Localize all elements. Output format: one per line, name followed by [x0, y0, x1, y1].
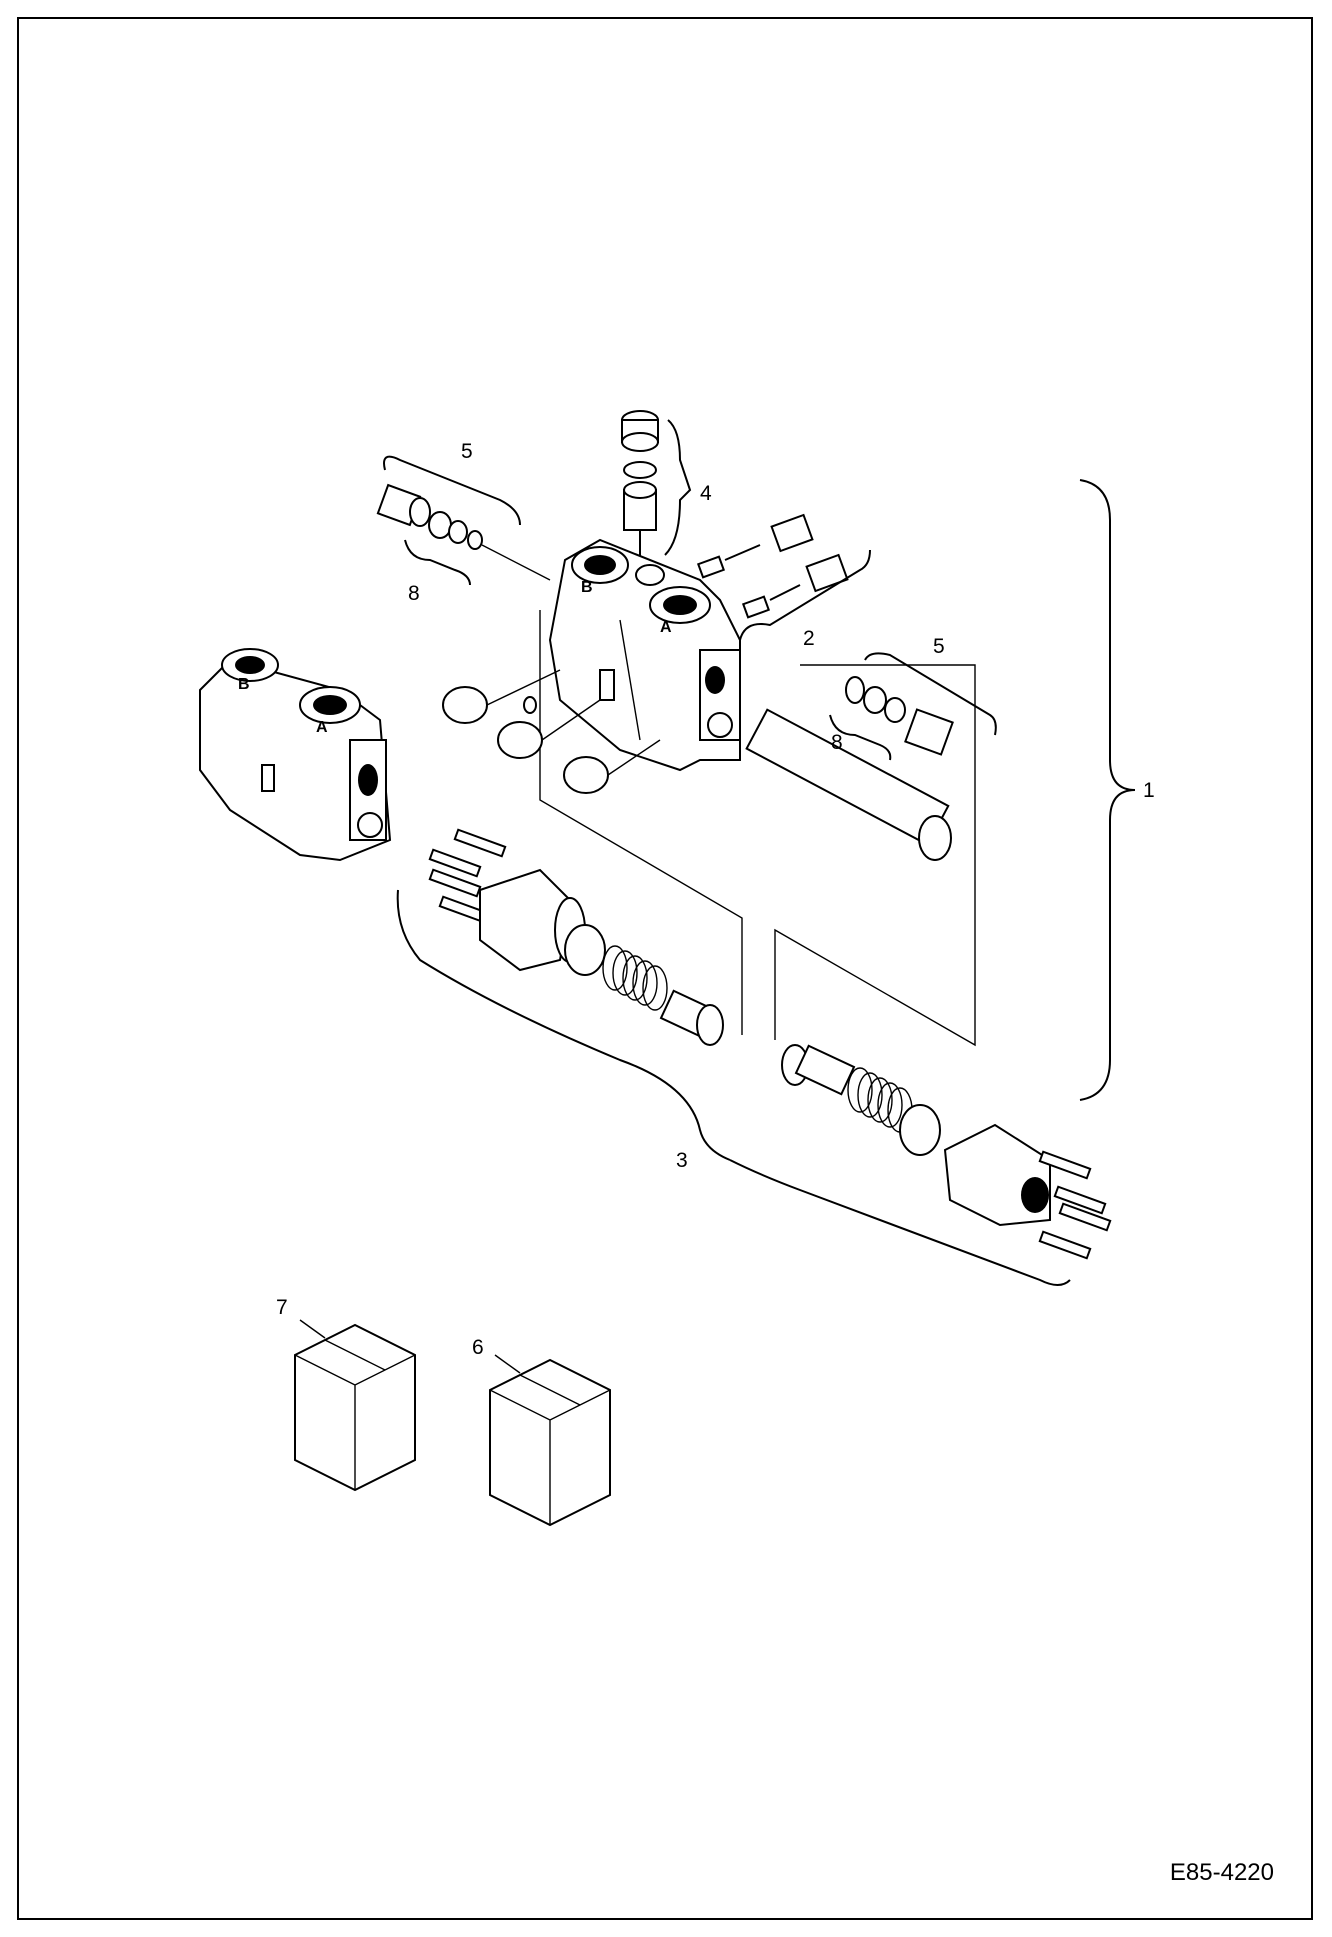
callout-7: 7: [276, 1296, 288, 1319]
callout-8-right: 8: [831, 731, 843, 754]
top-plug-assembly: [621, 410, 692, 575]
spool: [745, 708, 952, 861]
callout-3: 3: [676, 1149, 688, 1172]
left-relief-group: [376, 455, 551, 586]
lower-right-spring-assembly: [729, 1044, 1112, 1286]
main-o-rings: [442, 669, 661, 794]
drawing-frame: [17, 17, 1313, 1920]
callout-5-left: 5: [461, 440, 473, 463]
port-label-a-main: A: [660, 619, 672, 636]
callout-5-right: 5: [933, 635, 945, 658]
document-id: E85-4220: [1169, 1859, 1274, 1886]
bolts-left: [428, 828, 507, 925]
kit-box-7: [294, 1319, 416, 1492]
lower-left-spring-assembly: [396, 828, 731, 1161]
callout-8-left: 8: [408, 582, 420, 605]
right-relief-group: [696, 513, 997, 761]
callout-4: 4: [700, 482, 712, 505]
kit-box-6: [489, 1354, 611, 1527]
port-label-b-main: B: [581, 579, 593, 596]
main-valve-body: [548, 538, 741, 772]
port-label-a-left: A: [316, 719, 328, 736]
assembly-brace: [1079, 479, 1136, 1101]
assembly-outline-lines: [539, 610, 976, 1047]
callout-2: 2: [803, 627, 815, 650]
callout-6: 6: [472, 1336, 484, 1359]
port-label-b-left: B: [238, 676, 250, 693]
left-valve-body: [199, 648, 392, 862]
spring-left: [602, 945, 668, 1011]
bolts-right: [1038, 1150, 1112, 1260]
callout-1: 1: [1143, 779, 1155, 802]
